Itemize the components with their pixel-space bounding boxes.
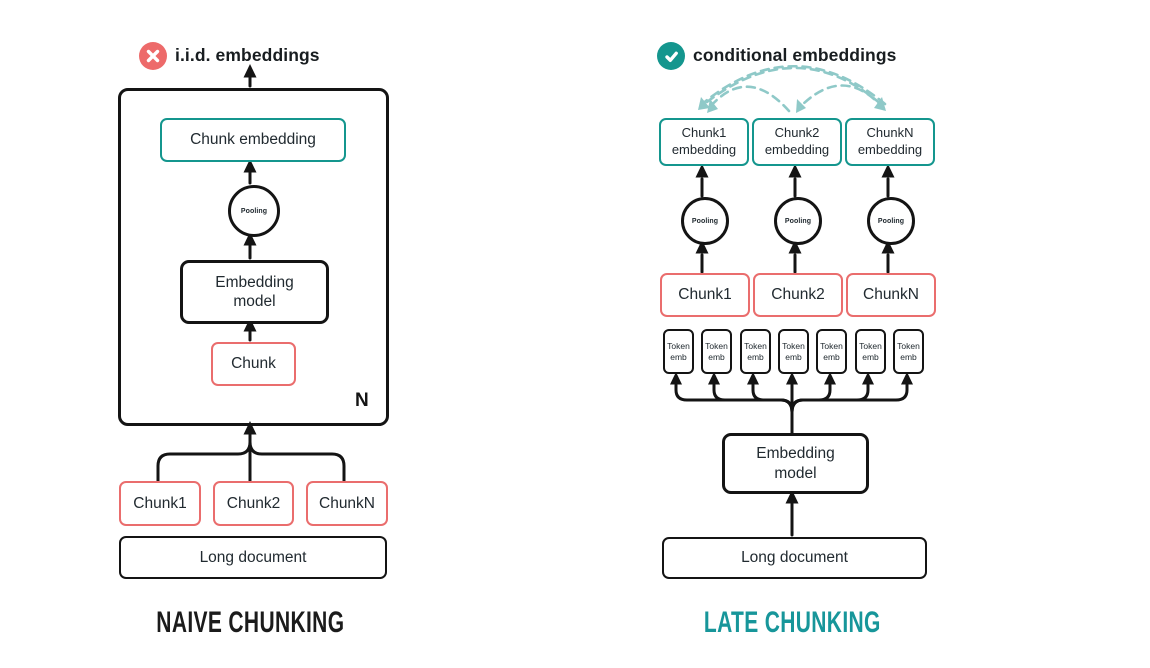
late-arrowheads <box>670 164 913 504</box>
pooling-node: Pooling <box>774 197 822 245</box>
chunk-label: Chunk <box>231 355 276 373</box>
check-circle-icon <box>657 42 685 70</box>
embedding-model-label: Embedding model <box>756 445 835 482</box>
embedding-model-label: Embedding model <box>215 273 294 310</box>
pooling-label: Pooling <box>784 217 812 225</box>
pooling-node: Pooling <box>867 197 915 245</box>
token-embedding-label: Token emb <box>744 341 767 362</box>
naive-caption-text: NAIVE CHUNKING <box>155 606 345 639</box>
naive-arrowheads <box>243 64 257 435</box>
attention-arcs <box>699 65 887 113</box>
late-connectors <box>674 177 909 537</box>
chunk1-label: Chunk1 <box>133 494 187 512</box>
token-embedding-box: Token emb <box>816 329 847 374</box>
pooling-node: Pooling <box>681 197 729 245</box>
repeat-count-label: N <box>355 390 369 411</box>
embedding-model-box: Embedding model <box>180 260 329 324</box>
token-embedding-label: Token emb <box>782 341 805 362</box>
chunkN-embedding-box: ChunkN embedding <box>845 118 935 166</box>
chunk2-embedding-label: Chunk2 embedding <box>764 125 830 157</box>
long-document-box: Long document <box>119 536 387 579</box>
naive-title: i.i.d. embeddings <box>175 45 320 65</box>
chunk1-label: Chunk1 <box>678 286 732 304</box>
token-embedding-box: Token emb <box>663 329 694 374</box>
long-document-label: Long document <box>199 548 307 566</box>
late-caption: LATE CHUNKING <box>632 606 952 640</box>
pooling-label: Pooling <box>877 217 905 225</box>
chunkN-label: ChunkN <box>319 494 375 512</box>
chunkN-label: ChunkN <box>863 286 919 304</box>
token-embedding-box: Token emb <box>778 329 809 374</box>
chunk1-box: Chunk1 <box>660 273 750 317</box>
pooling-label: Pooling <box>691 217 719 225</box>
token-embedding-box: Token emb <box>740 329 771 374</box>
chunk1-embedding-box: Chunk1 embedding <box>659 118 749 166</box>
naive-caption: NAIVE CHUNKING <box>90 606 410 640</box>
long-document-box: Long document <box>662 537 927 579</box>
pooling-node: Pooling <box>228 185 280 237</box>
token-embedding-box: Token emb <box>701 329 732 374</box>
chunk2-embedding-box: Chunk2 embedding <box>752 118 842 166</box>
embedding-model-box: Embedding model <box>722 433 869 494</box>
token-embedding-label: Token emb <box>667 341 690 362</box>
chunk2-box: Chunk2 <box>753 273 843 317</box>
token-embedding-box: Token emb <box>855 329 886 374</box>
chunkN-box: ChunkN <box>846 273 936 317</box>
chunk2-label: Chunk2 <box>226 494 281 512</box>
chunk1-embedding-label: Chunk1 embedding <box>671 125 737 157</box>
token-embedding-label: Token emb <box>897 341 920 362</box>
chunkN-box: ChunkN <box>306 481 388 526</box>
chunk2-label: Chunk2 <box>771 286 825 304</box>
x-circle-icon <box>139 42 167 70</box>
token-embedding-label: Token emb <box>705 341 728 362</box>
token-embedding-box: Token emb <box>893 329 924 374</box>
attention-arc-arrowheads <box>698 97 886 113</box>
pooling-label: Pooling <box>240 207 268 215</box>
late-title: conditional embeddings <box>693 45 897 65</box>
chunk-box: Chunk <box>211 342 296 386</box>
chunk-embedding-label: Chunk embedding <box>190 131 316 149</box>
naive-connectors <box>156 75 346 483</box>
chunk1-box: Chunk1 <box>119 481 201 526</box>
long-document-label: Long document <box>741 549 848 567</box>
token-embedding-label: Token emb <box>820 341 843 362</box>
token-embedding-label: Token emb <box>859 341 882 362</box>
chunk2-box: Chunk2 <box>213 481 294 526</box>
late-caption-text: LATE CHUNKING <box>703 606 881 639</box>
chunkN-embedding-label: ChunkN embedding <box>857 125 923 157</box>
chunk-embedding-box: Chunk embedding <box>160 118 346 162</box>
